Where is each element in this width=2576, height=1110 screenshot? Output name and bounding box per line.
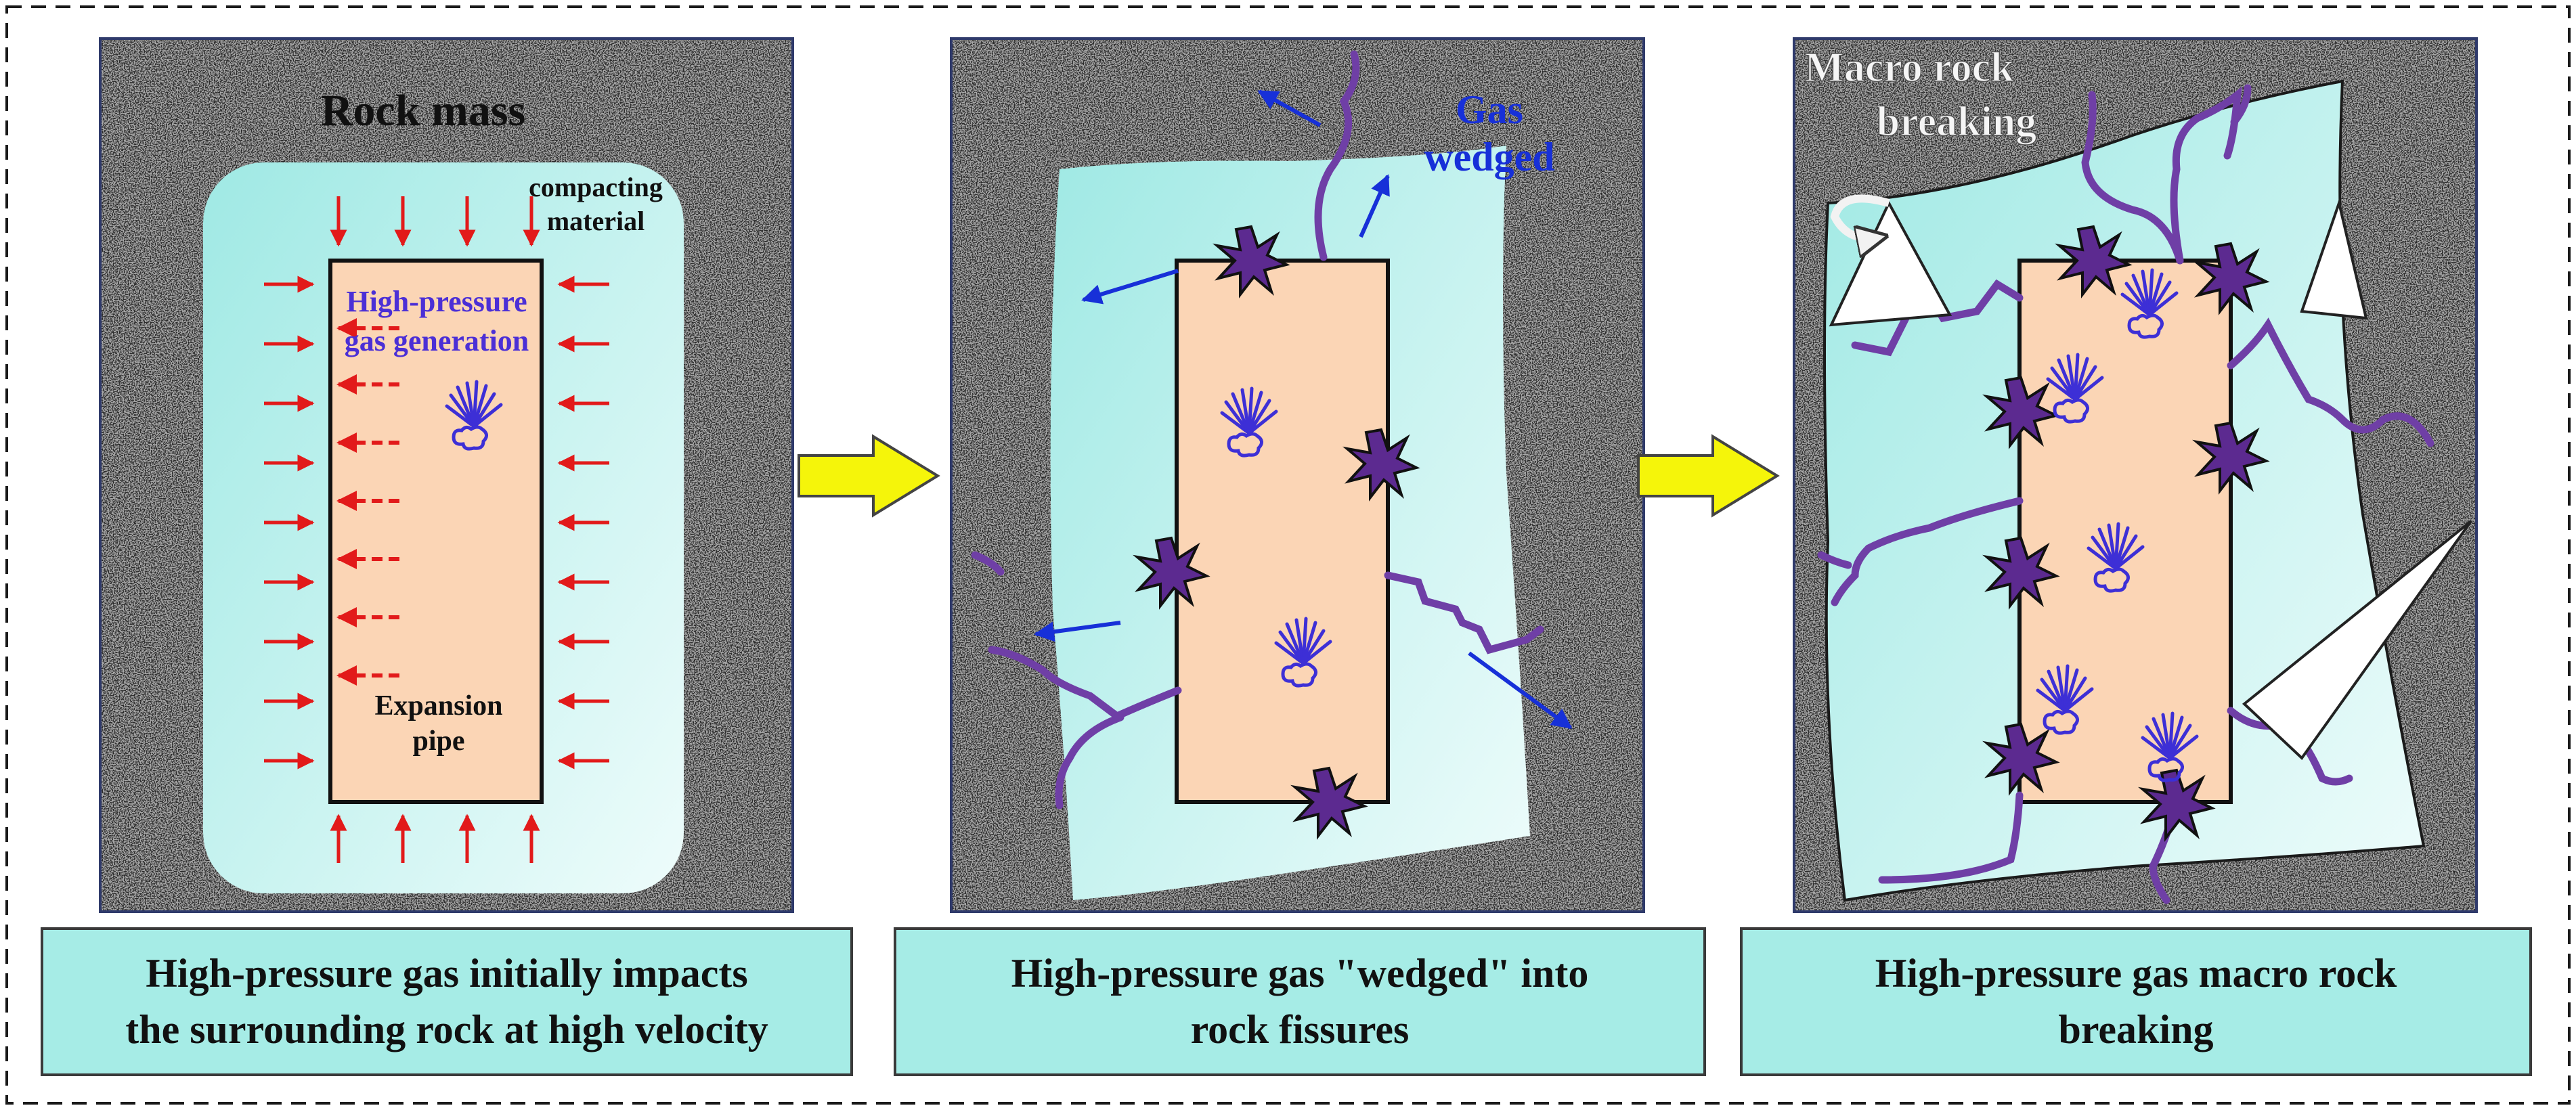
flow-arrow-icon [798,434,940,518]
gas-generation-label: gas generation [345,324,529,357]
caption-panel-1: High-pressure gas initially impacts the … [41,927,853,1076]
caption-line: breaking [2058,1007,2214,1052]
panel-3: Macro rock breaking [1793,37,2478,913]
panel-1: Rock mass compacting material High-press… [99,37,794,913]
force-arrows [330,196,540,863]
gas-generation-label: High-pressure [346,285,527,318]
caption-panel-2: High-pressure gas "wedged" into rock fis… [894,927,1706,1076]
compacting-label: material [547,206,645,236]
expansion-pipe-label: pipe [412,726,464,757]
macro-rock-breaking-label: Macro rock [1804,45,2014,91]
dashed-gas-arrows [336,318,399,686]
flow-arrow-icon [1637,434,1780,518]
rock-fragment-icon [2300,198,2368,320]
compacting-label: compacting [529,172,663,202]
side-force-arrows [264,275,609,770]
gas-wedged-label: Gas [1456,87,1523,132]
gas-flow-arrows [1034,89,1573,730]
caption-line: High-pressure gas "wedged" into [1011,951,1589,996]
rock-mass-label: Rock mass [321,86,526,135]
caption-line: rock fissures [1190,1007,1410,1052]
rock-fragment-icon [2242,520,2472,761]
caption-line: High-pressure gas initially impacts [146,951,748,996]
caption-panel-3: High-pressure gas macro rock breaking [1740,927,2532,1076]
expansion-pipe [1175,259,1390,804]
rock-cracks [971,50,1544,809]
outer-dashed-frame [5,5,2571,1105]
caption-line: High-pressure gas macro rock [1875,951,2397,996]
rock-fragment-icon [1829,200,1952,327]
caption-line: the surrounding rock at high velocity [125,1007,768,1052]
panel-2: Gas wedged [950,37,1645,913]
rock-cracks [1817,84,2435,904]
expansion-pipe [328,259,544,804]
macro-rock-breaking-label: breaking [1877,99,2037,145]
expansion-pipe-label: Expansion [374,690,502,722]
gas-wedged-label: wedged [1424,135,1554,179]
curved-arrow-icon [1830,194,1889,238]
